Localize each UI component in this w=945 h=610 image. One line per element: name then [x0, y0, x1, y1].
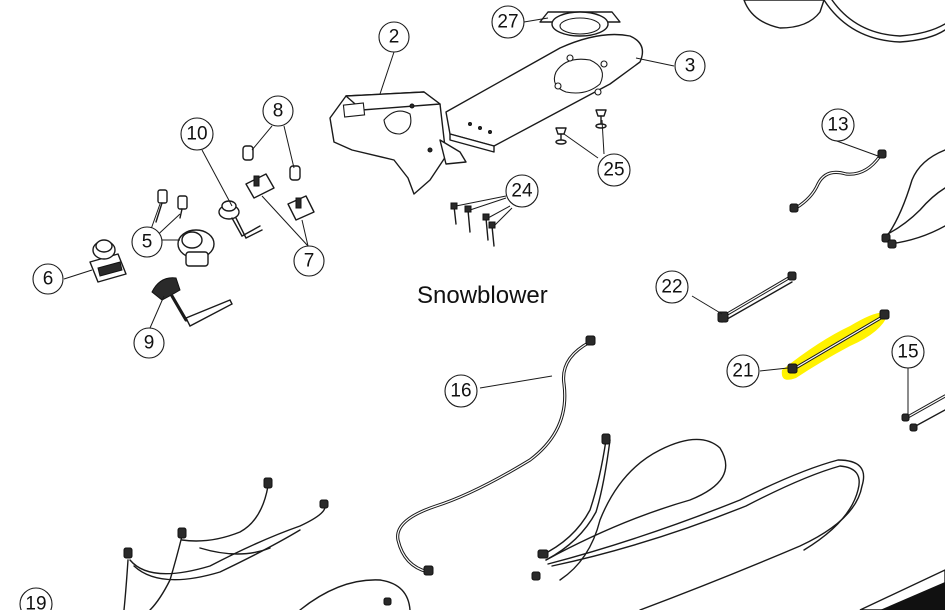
callout-9: 9 [133, 327, 165, 359]
callout-2-label: 2 [389, 27, 400, 48]
part-10-key-switch [218, 200, 263, 239]
callout-21: 21 [726, 354, 760, 388]
bottom-right-frame [859, 569, 945, 610]
harness-bottom-arc [299, 579, 411, 610]
callout-10: 10 [180, 117, 214, 151]
callout-15-label: 15 [897, 342, 918, 363]
callout-5: 5 [131, 226, 163, 258]
machinery-top-right [743, 0, 945, 43]
part-21-cable [787, 309, 890, 374]
callout-19: 19 [19, 587, 53, 610]
callout-19-label: 19 [25, 594, 46, 610]
callout-8: 8 [262, 95, 294, 127]
part-16-cable [396, 335, 596, 576]
callout-6-label: 6 [43, 269, 54, 290]
part-8-bulbs [242, 145, 301, 181]
part-24-pins [450, 202, 496, 247]
part-3-plate [445, 33, 644, 153]
part-5-keys [155, 189, 215, 267]
callout-25-label: 25 [603, 160, 624, 181]
harness-right-edge [881, 149, 945, 249]
leader-lines [63, 17, 909, 414]
part-6-push-switch [89, 239, 127, 283]
callout-21-label: 21 [732, 361, 753, 382]
part-13-harness [789, 149, 887, 213]
callout-22: 22 [655, 270, 689, 304]
part-15-cables [901, 394, 945, 432]
callout-25: 25 [597, 153, 631, 187]
callout-13-label: 13 [827, 115, 848, 136]
part-25-bolts [555, 109, 607, 145]
harness-lower-left [123, 477, 329, 610]
part-2-bracket [329, 91, 467, 195]
callout-15: 15 [891, 335, 925, 369]
callout-6: 6 [32, 263, 64, 295]
callout-24-label: 24 [511, 181, 533, 202]
harness-lower-center [531, 433, 865, 610]
callout-3: 3 [674, 50, 706, 82]
part-27-clamp [539, 11, 621, 37]
diagram-title: Snowblower [417, 282, 548, 309]
part-7-toggles [245, 173, 315, 221]
callout-13: 13 [821, 108, 855, 142]
callout-16-label: 16 [450, 381, 471, 402]
callout-3-label: 3 [685, 56, 696, 77]
callout-24: 24 [505, 174, 539, 208]
part-22-cable [717, 271, 797, 323]
callout-10-label: 10 [186, 124, 207, 145]
callout-27-label: 27 [497, 12, 518, 33]
callout-22-label: 22 [661, 277, 682, 298]
callout-7-label: 7 [304, 251, 315, 272]
callout-27: 27 [491, 5, 525, 39]
callout-2: 2 [378, 21, 410, 53]
callout-16: 16 [444, 374, 478, 408]
part-9-choke-handle [151, 277, 233, 327]
callout-7: 7 [293, 245, 325, 277]
callout-8-label: 8 [273, 101, 284, 122]
callout-5-label: 5 [142, 232, 153, 253]
callout-9-label: 9 [144, 333, 155, 354]
